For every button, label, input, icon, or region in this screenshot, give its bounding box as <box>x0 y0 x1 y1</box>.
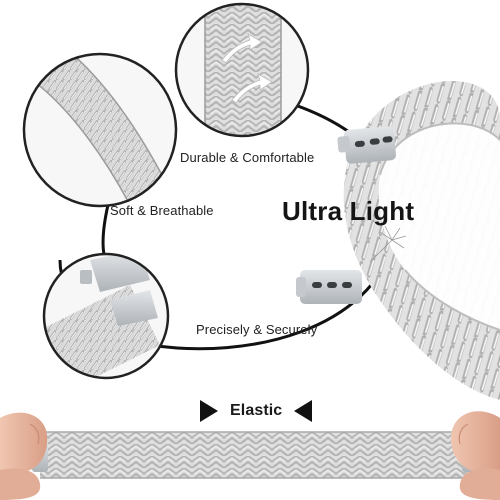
dandelion-seed-icon <box>369 225 407 263</box>
label-ultra-light: Ultra Light <box>282 196 415 226</box>
detail-circle-precise <box>42 252 170 380</box>
stretched-band <box>32 431 478 479</box>
left-fingers <box>0 412 48 500</box>
right-fingers <box>450 411 500 500</box>
stretch-arrow-icon <box>221 33 273 104</box>
label-precise: Precisely & Securely <box>196 322 318 337</box>
connector-bottom <box>296 270 362 304</box>
detail-circle-soft <box>22 52 178 208</box>
connector-top <box>337 126 396 164</box>
triangle-right-icon <box>200 400 218 422</box>
label-durable: Durable & Comfortable <box>180 150 315 165</box>
label-soft: Soft & Breathable <box>110 203 214 218</box>
band-main <box>296 81 500 401</box>
label-elastic: Elastic <box>230 402 283 419</box>
triangle-left-icon <box>294 400 312 422</box>
detail-circle-durable <box>174 2 310 138</box>
